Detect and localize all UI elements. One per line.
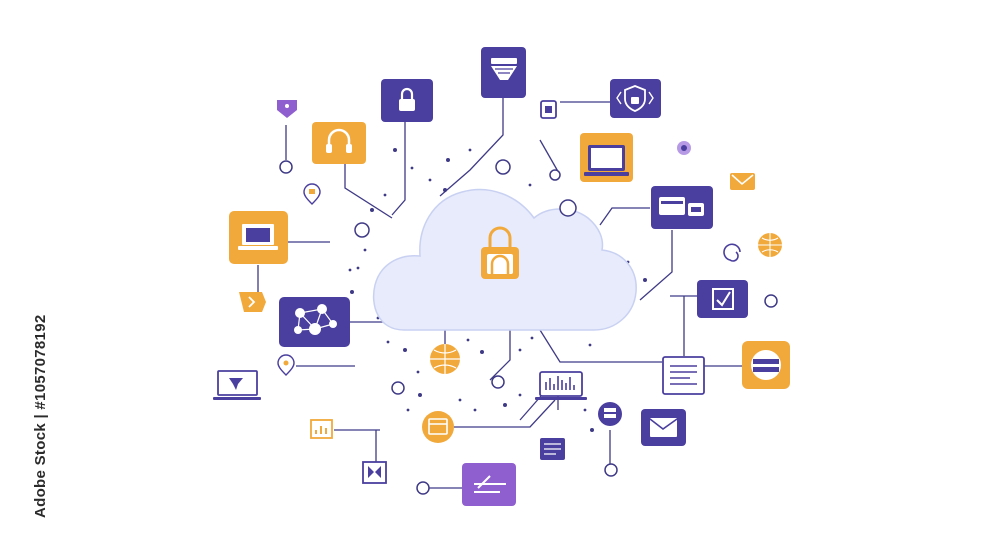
- laptop-icon: [580, 133, 633, 182]
- decorative-dot: [348, 268, 352, 272]
- laptop-icon: [229, 211, 288, 264]
- connector: [539, 329, 662, 363]
- document-icon: [662, 356, 705, 395]
- decorative-dot: [370, 208, 374, 212]
- folder-icon: [422, 411, 454, 443]
- tag-icon: [277, 100, 297, 118]
- connector: [454, 399, 556, 428]
- central-cloud: [372, 188, 637, 331]
- connector: [344, 163, 393, 219]
- tablet-icon: [540, 438, 565, 460]
- decorative-dot: [518, 393, 522, 397]
- decorative-dot: [418, 393, 422, 397]
- connector: [639, 230, 673, 301]
- padlock-icon: [381, 79, 433, 122]
- connector: [539, 139, 561, 176]
- decorative-dot: [443, 188, 447, 192]
- inbox-icon: [481, 47, 526, 98]
- decorative-dot: [403, 348, 407, 352]
- endpoint: [559, 199, 577, 217]
- decorative-dot: [393, 148, 397, 152]
- decorative-dot: [480, 350, 484, 354]
- endpoint: [491, 375, 505, 389]
- decorative-dot: [590, 428, 594, 432]
- endpoint: [764, 294, 778, 308]
- decorative-dot: [530, 336, 534, 340]
- endpoint: [279, 160, 293, 174]
- shield-lock-icon: [610, 79, 661, 118]
- decorative-dot: [363, 248, 367, 252]
- endpoint: [604, 463, 618, 477]
- small-location-icon: [677, 141, 691, 155]
- decorative-dot: [406, 408, 410, 412]
- server-icon: [598, 402, 622, 426]
- location-pin-icon: [277, 354, 295, 376]
- checkbox-icon: [697, 280, 748, 318]
- decorative-dot: [416, 370, 420, 374]
- location-pin-icon: [303, 183, 321, 205]
- connector-endpoints: [279, 159, 778, 495]
- chevron-right-icon: [239, 292, 266, 312]
- database-icon: [742, 341, 790, 389]
- decorative-dot: [468, 148, 472, 152]
- laptop-icon: [213, 370, 261, 400]
- headset-icon: [312, 122, 366, 164]
- bar-chart-icon: [310, 419, 333, 439]
- small-device-icon: [540, 100, 557, 119]
- globe-icon: [758, 233, 782, 257]
- decorative-dot: [588, 343, 592, 347]
- endpoint: [416, 481, 430, 495]
- decorative-dot: [518, 348, 522, 352]
- endpoint: [354, 222, 370, 238]
- decorative-dot: [410, 166, 414, 170]
- decorative-dot: [458, 398, 462, 402]
- settings-list-icon: [462, 463, 516, 506]
- connector: [599, 207, 650, 226]
- signal-icon: [723, 243, 741, 262]
- decorative-dot: [383, 193, 387, 197]
- envelope-icon: [641, 409, 686, 446]
- endpoint: [391, 381, 405, 395]
- network-nodes-icon: [279, 297, 350, 347]
- decorative-dot: [473, 408, 477, 412]
- decorative-dot: [503, 403, 507, 407]
- envelope-icon: [730, 173, 755, 190]
- credit-card-icon: [651, 186, 713, 229]
- decorative-dot: [428, 178, 432, 182]
- decorative-dot: [643, 278, 647, 282]
- globe-icon: [430, 344, 460, 374]
- connector: [391, 122, 406, 216]
- endpoint: [495, 159, 511, 175]
- endpoint: [549, 169, 561, 181]
- decorative-dot: [446, 158, 450, 162]
- decorative-dot: [583, 408, 587, 412]
- connector: [489, 330, 511, 381]
- decorative-dot: [528, 183, 532, 187]
- decorative-dot: [356, 266, 360, 270]
- decorative-dot: [386, 340, 390, 344]
- laptop-chart-icon: [535, 371, 587, 400]
- decorative-dot: [466, 338, 470, 342]
- cloud-lock-icon: [481, 226, 519, 279]
- connector: [439, 98, 504, 197]
- bowtie-icon: [362, 461, 387, 484]
- decorative-dot: [350, 290, 354, 294]
